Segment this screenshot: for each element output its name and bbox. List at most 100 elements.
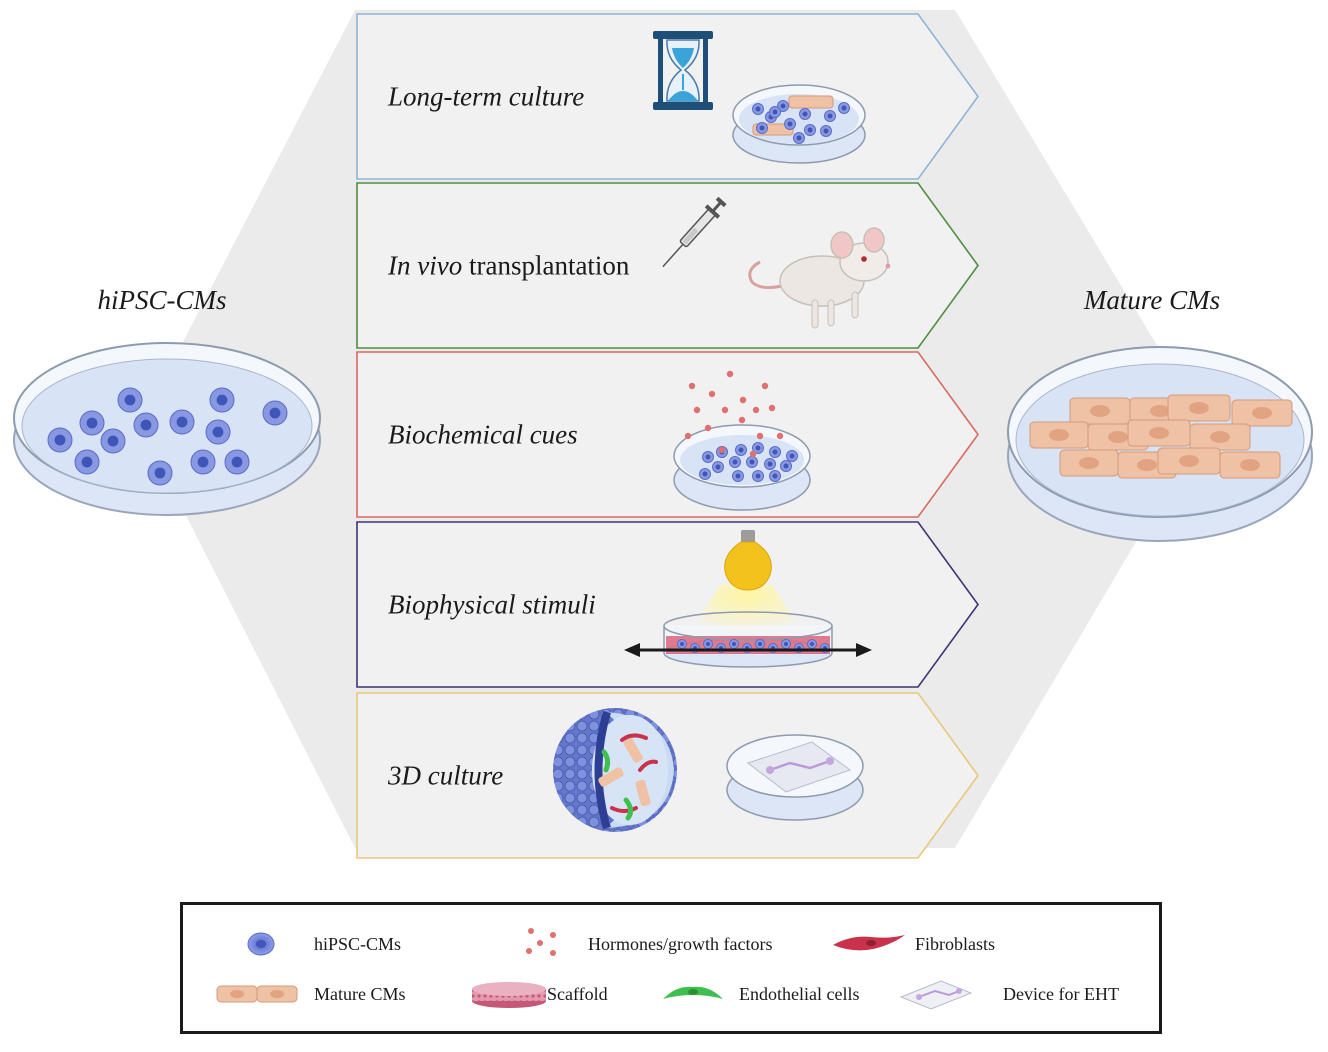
hormone-dot <box>738 416 746 424</box>
hormone-dot <box>749 450 757 458</box>
hormone-dot <box>739 396 747 404</box>
hipsc-cm-cell-icon <box>247 932 275 956</box>
hipsc-cm-cell <box>799 108 811 120</box>
hipsc-cm-cell <box>732 470 744 482</box>
mouse-icon <box>748 227 891 329</box>
hipsc-cm-cell <box>262 400 288 426</box>
culture-dish-icon <box>732 84 866 164</box>
hipsc-cm-cell <box>777 100 789 112</box>
hormone-dot <box>726 370 734 378</box>
hormone-dot <box>776 432 784 440</box>
hipsc-cm-cell <box>756 122 768 134</box>
hipsc-cm-cell <box>793 132 805 144</box>
hipsc-cm-cell <box>781 639 791 649</box>
hipsc-cm-cell <box>117 387 143 413</box>
method-row-4: Biophysical stimuli <box>356 521 979 688</box>
hourglass-icon <box>653 31 713 110</box>
legend-endothelial: Endothelial cells <box>739 984 860 1004</box>
hipsc-cm-cell <box>712 461 724 473</box>
hipsc-cm-cell <box>764 458 776 470</box>
hormones-dots-icon <box>526 928 556 956</box>
eht-device-dish-icon <box>726 734 864 821</box>
method-row-2: In vivo transplantation <box>356 182 979 349</box>
fibroblast-icon <box>833 935 905 951</box>
hipsc-cm-cell <box>729 639 739 649</box>
mature-cms-dish-icon <box>1007 346 1313 542</box>
hipsc-cm-cell <box>769 106 781 118</box>
mature-cm-cell <box>1059 449 1119 477</box>
hormone-dot <box>752 406 760 414</box>
hipsc-cm-cell <box>133 412 159 438</box>
hipsc-cm-cell <box>100 428 126 454</box>
hipsc-cm-cell <box>677 639 687 649</box>
hormone-dot <box>708 390 716 398</box>
syringe-icon <box>662 196 727 268</box>
method-label-5: 3D culture <box>387 761 503 791</box>
hipsc-cm-cell <box>784 118 796 130</box>
hipsc-cm-cell <box>169 409 195 435</box>
legend-scaffold: Scaffold <box>547 984 608 1004</box>
hipsc-cm-cell <box>769 470 781 482</box>
method-label-2: In vivo transplantation <box>387 251 630 281</box>
hipsc-cm-cell <box>735 444 747 456</box>
hipsc-cm-cell <box>769 446 781 458</box>
hormone-dot <box>761 382 769 390</box>
hipsc-cm-cell <box>209 387 235 413</box>
hipsc-cm-cell <box>147 460 173 486</box>
hormone-dot <box>718 446 726 454</box>
mature-cm-cell <box>1167 394 1231 422</box>
method-label-3: Biochemical cues <box>388 420 578 450</box>
mature-cm-cell <box>1189 423 1251 451</box>
hipsc-cm-cell <box>838 102 850 114</box>
hipsc-cm-cell <box>752 103 764 115</box>
mature-cm-cell <box>1219 451 1281 479</box>
legend-mature-cms: Mature CMs <box>314 984 406 1004</box>
hipsc-cm-cell <box>820 125 832 137</box>
hipsc-cm-cell <box>746 456 758 468</box>
hipsc-cm-cell <box>755 639 765 649</box>
hipsc-cm-cell <box>205 419 231 445</box>
hormone-dot <box>721 406 729 414</box>
mature-cm-cell <box>1029 421 1089 449</box>
hipsc-cm-cell <box>47 427 73 453</box>
hormone-dot <box>768 404 776 412</box>
hipsc-cm-cell <box>74 449 100 475</box>
legend-device: Device for EHT <box>1003 984 1119 1004</box>
hipsc-cm-cell <box>824 110 836 122</box>
hormone-dot <box>693 406 701 414</box>
method-label-4: Biophysical stimuli <box>388 590 596 620</box>
legend-box: hiPSC-CMs Hormones/growth factors Fibrob… <box>180 902 1162 1034</box>
hipsc-cms-dish-icon <box>13 342 321 516</box>
hipsc-cm-cell <box>752 470 764 482</box>
hormone-dot <box>756 432 764 440</box>
endothelial-cell-icon <box>663 986 723 999</box>
mature-cm-cell <box>1069 397 1131 425</box>
hipsc-cm-cell <box>703 639 713 649</box>
hormone-dot <box>688 382 696 390</box>
hipsc-cm-cell <box>729 456 741 468</box>
method-label-1: Long-term culture <box>387 82 584 112</box>
hipsc-cm-cell <box>79 410 105 436</box>
mature-cm-cell <box>1231 399 1293 427</box>
hipsc-cm-cell <box>804 124 816 136</box>
scaffold-icon <box>472 982 546 1008</box>
hipsc-cms-title: hiPSC-CMs <box>97 285 226 315</box>
hipsc-cm-cell <box>752 442 764 454</box>
legend-hipsc-cms: hiPSC-CMs <box>314 934 402 954</box>
stretch-arrow-icon <box>624 643 872 657</box>
hormones-dish-icon <box>673 370 811 511</box>
method-row-3: Biochemical cues <box>356 351 979 518</box>
hormone-dot <box>704 424 712 432</box>
legend-hormones: Hormones/growth factors <box>588 934 773 954</box>
mature-cm-cell <box>1127 419 1191 447</box>
hipsc-cm-cell <box>807 639 817 649</box>
eht-device-icon <box>899 980 973 1010</box>
hormone-dot <box>684 432 692 440</box>
mature-cm-icon <box>216 985 298 1003</box>
hipsc-cm-cell <box>699 468 711 480</box>
legend-fibroblasts: Fibroblasts <box>915 934 996 954</box>
hipsc-cm-cell <box>780 460 792 472</box>
hipsc-cm-cell <box>702 451 714 463</box>
hipsc-cm-cell <box>224 449 250 475</box>
